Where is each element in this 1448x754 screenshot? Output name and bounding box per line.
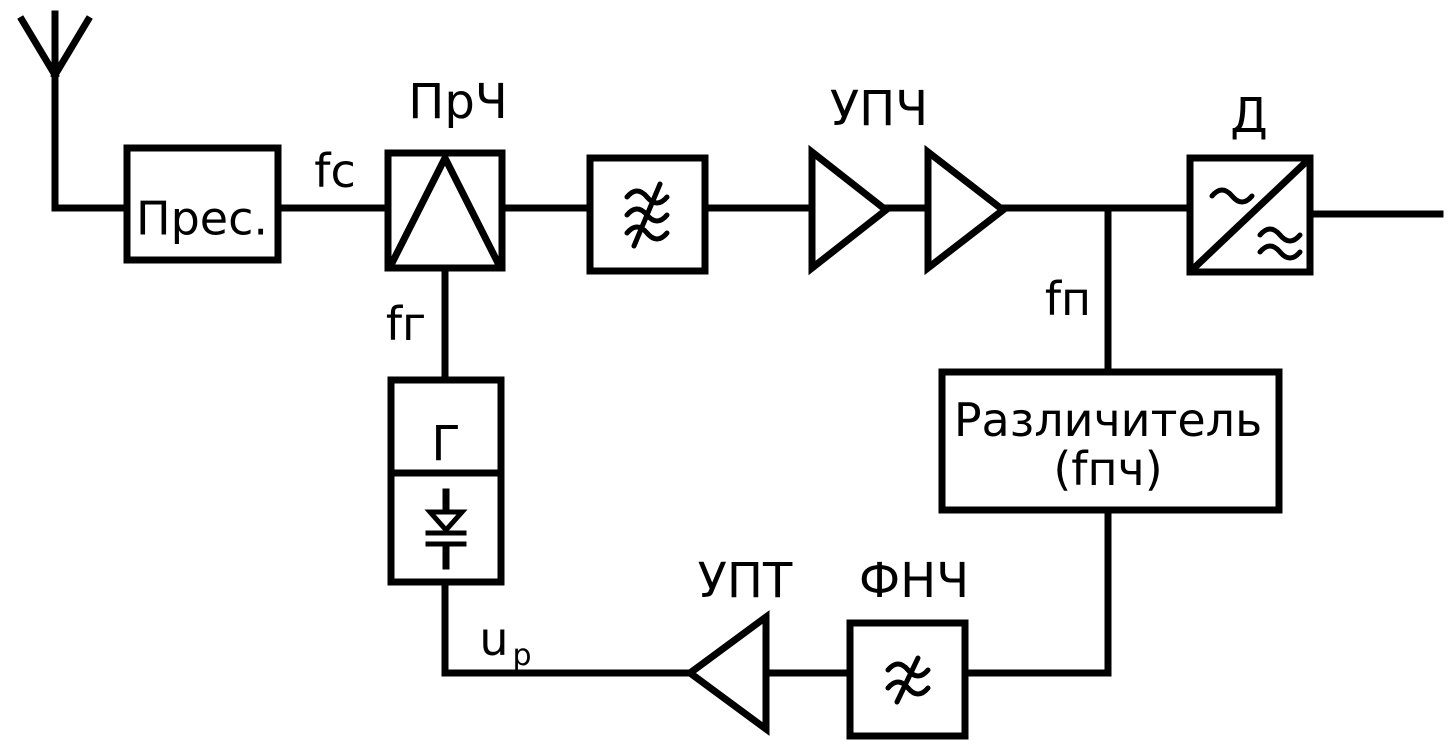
lowpass-filter-icon xyxy=(885,655,931,705)
generator-label: Г xyxy=(431,416,460,472)
lowpass-label: ФНЧ xyxy=(859,553,969,609)
if-amplifier-block: УПЧ xyxy=(808,81,1009,276)
control-voltage-main: u xyxy=(479,612,508,666)
preselector-block: Прес. xyxy=(123,144,282,264)
signal-frequency-label: fс xyxy=(314,144,356,198)
detector-block: Д xyxy=(1186,88,1314,276)
antenna-icon xyxy=(17,10,93,212)
mixer-block: ПрЧ xyxy=(384,74,508,272)
bandpass-filter-block xyxy=(586,154,709,275)
generator-frequency-label: fг xyxy=(386,297,426,351)
discriminator-block: Различитель (fпч) xyxy=(938,368,1283,514)
bandpass-filter-icon xyxy=(624,181,670,249)
dc-amplifier-block: УПТ xyxy=(684,553,793,736)
discriminator-label-line1: Различитель xyxy=(954,393,1262,447)
dc-amplifier-label: УПТ xyxy=(698,553,793,609)
control-voltage-sub: р xyxy=(512,638,531,673)
amplifier-triangle-icon xyxy=(924,144,1009,276)
generator-block: Г xyxy=(387,376,505,586)
detector-label: Д xyxy=(1230,88,1268,144)
detector-icon xyxy=(1188,156,1312,274)
discriminator-label-line2: (fпч) xyxy=(1053,442,1162,496)
control-voltage-label: u р xyxy=(479,612,531,673)
if-amplifier-label: УПЧ xyxy=(830,81,928,137)
amplifier-triangle-icon xyxy=(684,610,770,736)
wires xyxy=(51,204,1444,677)
mixer-triangle-icon xyxy=(386,150,504,270)
if-frequency-label: fп xyxy=(1045,272,1091,326)
preselector-label: Прес. xyxy=(136,192,268,246)
mixer-label: ПрЧ xyxy=(408,74,507,130)
varicap-diode-icon xyxy=(424,488,468,570)
lowpass-filter-block: ФНЧ xyxy=(846,553,969,740)
amplifier-triangle-icon xyxy=(808,144,892,276)
